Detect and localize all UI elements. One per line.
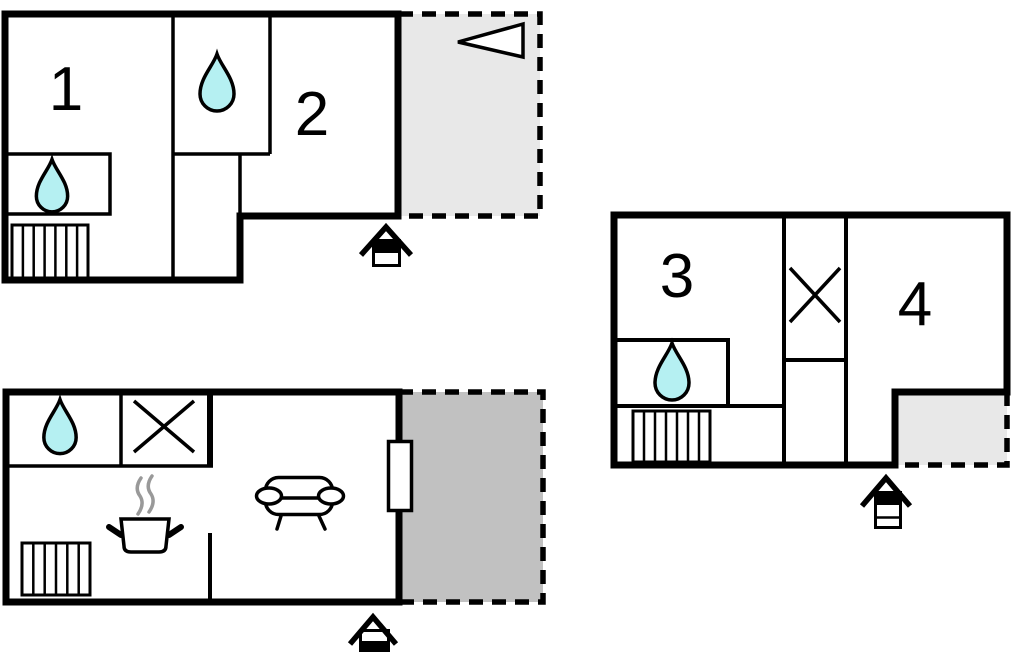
water-drop-icon [653, 337, 691, 402]
unit-main-interior-walls [6, 392, 213, 602]
terrace-upper-dashed-border [399, 11, 543, 219]
unit-side: 3 4 [610, 211, 1011, 529]
cooking-pot-icon [106, 517, 184, 554]
terrace-side-area [895, 392, 1007, 465]
room-4-label: 4 [898, 270, 932, 339]
entrance-icon [859, 473, 913, 529]
direction-triangle-icon [457, 21, 525, 60]
unit-side-outer-walls [610, 211, 1011, 469]
terrace-main-area [399, 392, 543, 602]
radiator-icon [631, 409, 712, 464]
room-1-label: 1 [49, 55, 83, 124]
hob-x-icon [132, 399, 196, 454]
terrace-side-dashed-border [895, 392, 1010, 468]
unit-side-interior-walls [612, 215, 848, 465]
water-drop-icon [198, 48, 236, 113]
room-2-label: 2 [295, 80, 329, 149]
water-drop-icon [34, 153, 70, 214]
room-3-label: 3 [660, 242, 694, 311]
steam-icon [135, 474, 155, 516]
unit-upper-interior-walls [5, 14, 272, 280]
hob-x-icon [788, 266, 842, 324]
unit-main-floor [2, 388, 546, 652]
entrance-icon [358, 222, 414, 267]
entrance-icon [347, 612, 399, 652]
radiator-icon [20, 541, 92, 597]
water-drop-icon [42, 393, 78, 456]
terrace-main-dashed-border [399, 389, 546, 605]
window-icon [386, 439, 414, 513]
radiator-icon [10, 223, 90, 280]
sofa-icon [254, 475, 346, 531]
unit-upper-floor: 1 2 [1, 10, 543, 284]
